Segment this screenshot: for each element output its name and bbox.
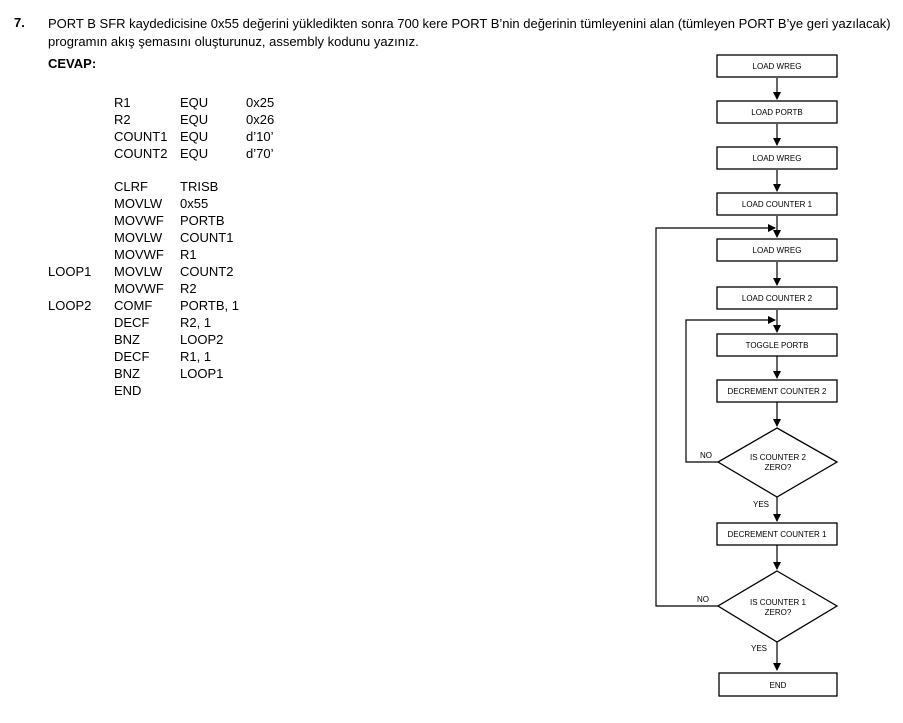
decision1-no-label: NO bbox=[700, 451, 712, 460]
code-mnemonic: MOVLW bbox=[114, 264, 163, 279]
code-mnemonic: DECF bbox=[114, 349, 150, 364]
flow-box-load-counter-1: LOAD COUNTER 1 bbox=[716, 192, 838, 216]
code-mnemonic: MOVLW bbox=[114, 196, 163, 211]
svg-text:END: END bbox=[770, 681, 787, 690]
code-line: MOVLW COUNT1 bbox=[48, 229, 348, 246]
svg-text:LOAD WREG: LOAD WREG bbox=[753, 154, 802, 163]
flow-box-load-wreg-2: LOAD WREG bbox=[716, 146, 838, 170]
flow-box-load-wreg-1: LOAD WREG bbox=[716, 54, 838, 78]
code-mnemonic: MOVWF bbox=[114, 247, 164, 262]
code-operand: R2 bbox=[180, 281, 197, 296]
code-mnemonic: EQU bbox=[180, 95, 209, 110]
answer-label: CEVAP: bbox=[48, 56, 97, 71]
code-operand: PORTB, 1 bbox=[180, 298, 240, 313]
code-operand: 0x25 bbox=[246, 95, 275, 110]
flow-box-toggle-portb: TOGGLE PORTB bbox=[716, 333, 838, 357]
code-line: BNZ LOOP1 bbox=[48, 365, 348, 382]
code-mnemonic: EQU bbox=[180, 146, 209, 161]
code-operand: R1, 1 bbox=[180, 349, 212, 364]
flow-decision-counter-1: IS COUNTER 1 ZERO? bbox=[716, 570, 839, 643]
code-operand: d’70’ bbox=[246, 146, 274, 161]
code-mnemonic: END bbox=[114, 383, 142, 398]
code-operand: R1 bbox=[180, 247, 197, 262]
code-line: MOVWF R2 bbox=[48, 280, 348, 297]
code-label: COUNT1 bbox=[114, 129, 168, 144]
code-line: MOVWF R1 bbox=[48, 246, 348, 263]
code-mnemonic: CLRF bbox=[114, 179, 148, 194]
decision2-yes-label: YES bbox=[751, 644, 767, 653]
svg-text:LOAD COUNTER 1: LOAD COUNTER 1 bbox=[742, 200, 813, 209]
svg-text:LOAD WREG: LOAD WREG bbox=[753, 246, 802, 255]
code-label: LOOP2 bbox=[48, 298, 92, 313]
code-line: CLRF TRISB bbox=[48, 178, 348, 195]
code-mnemonic: DECF bbox=[114, 315, 150, 330]
question-text: PORT B SFR kaydedicisine 0x55 değerini y… bbox=[48, 16, 891, 49]
loop1-arrow bbox=[655, 224, 776, 607]
flow-box-load-counter-2: LOAD COUNTER 2 bbox=[716, 286, 838, 310]
code-line: COUNT1 EQU d’10’ bbox=[48, 128, 348, 145]
code-operand: LOOP1 bbox=[180, 366, 224, 381]
flow-box-decrement-counter-1: DECREMENT COUNTER 1 bbox=[716, 522, 838, 546]
code-line: R1 EQU 0x25 bbox=[48, 94, 348, 111]
code-line: BNZ LOOP2 bbox=[48, 331, 348, 348]
code-mnemonic: MOVWF bbox=[114, 281, 164, 296]
flow-box-load-portb: LOAD PORTB bbox=[716, 100, 838, 124]
svg-text:LOAD PORTB: LOAD PORTB bbox=[751, 108, 802, 117]
svg-text:ZERO?: ZERO? bbox=[765, 463, 792, 472]
flow-box-load-wreg-3: LOAD WREG bbox=[716, 238, 838, 262]
code-mnemonic: EQU bbox=[180, 112, 209, 127]
code-label: R1 bbox=[114, 95, 131, 110]
svg-text:ZERO?: ZERO? bbox=[765, 608, 792, 617]
code-label: R2 bbox=[114, 112, 131, 127]
decision1-yes-label: YES bbox=[753, 500, 769, 509]
svg-text:LOAD WREG: LOAD WREG bbox=[753, 62, 802, 71]
code-mnemonic: BNZ bbox=[114, 332, 140, 347]
flow-box-end: END bbox=[718, 672, 838, 697]
decision2-no-label: NO bbox=[697, 595, 709, 604]
code-mnemonic: MOVWF bbox=[114, 213, 164, 228]
svg-text:TOGGLE PORTB: TOGGLE PORTB bbox=[746, 341, 809, 350]
flow-box-decrement-counter-2: DECREMENT COUNTER 2 bbox=[716, 379, 838, 403]
code-operand: 0x26 bbox=[246, 112, 275, 127]
svg-text:IS COUNTER 2: IS COUNTER 2 bbox=[750, 453, 807, 462]
code-mnemonic: EQU bbox=[180, 129, 209, 144]
svg-text:DECREMENT COUNTER 1: DECREMENT COUNTER 1 bbox=[728, 530, 828, 539]
code-label: COUNT2 bbox=[114, 146, 168, 161]
code-operand: LOOP2 bbox=[180, 332, 224, 347]
code-line: COUNT2 EQU d’70’ bbox=[48, 145, 348, 162]
code-operand: COUNT1 bbox=[180, 230, 234, 245]
flow-decision-counter-2: IS COUNTER 2 ZERO? bbox=[716, 427, 839, 498]
code-operand: PORTB bbox=[180, 213, 225, 228]
svg-text:DECREMENT COUNTER 2: DECREMENT COUNTER 2 bbox=[728, 387, 828, 396]
loop2-arrow bbox=[685, 316, 776, 463]
code-line: LOOP1 MOVLW COUNT2 bbox=[48, 263, 348, 280]
code-operand: TRISB bbox=[180, 179, 219, 194]
code-line: R2 EQU 0x26 bbox=[48, 111, 348, 128]
code-line: LOOP2 COMF PORTB, 1 bbox=[48, 297, 348, 314]
code-operand: d’10’ bbox=[246, 129, 274, 144]
code-mnemonic: COMF bbox=[114, 298, 153, 313]
code-line: MOVLW 0x55 bbox=[48, 195, 348, 212]
code-line: END bbox=[48, 382, 348, 399]
code-line: DECF R2, 1 bbox=[48, 314, 348, 331]
code-line: DECF R1, 1 bbox=[48, 348, 348, 365]
code-operand: COUNT2 bbox=[180, 264, 234, 279]
code-mnemonic: MOVLW bbox=[114, 230, 163, 245]
svg-text:IS COUNTER 1: IS COUNTER 1 bbox=[750, 598, 807, 607]
code-label: LOOP1 bbox=[48, 264, 92, 279]
code-line: MOVWF PORTB bbox=[48, 212, 348, 229]
svg-text:LOAD COUNTER 2: LOAD COUNTER 2 bbox=[742, 294, 813, 303]
code-operand: R2, 1 bbox=[180, 315, 212, 330]
code-mnemonic: BNZ bbox=[114, 366, 140, 381]
question-number: 7. bbox=[14, 15, 25, 30]
code-operand: 0x55 bbox=[180, 196, 209, 211]
